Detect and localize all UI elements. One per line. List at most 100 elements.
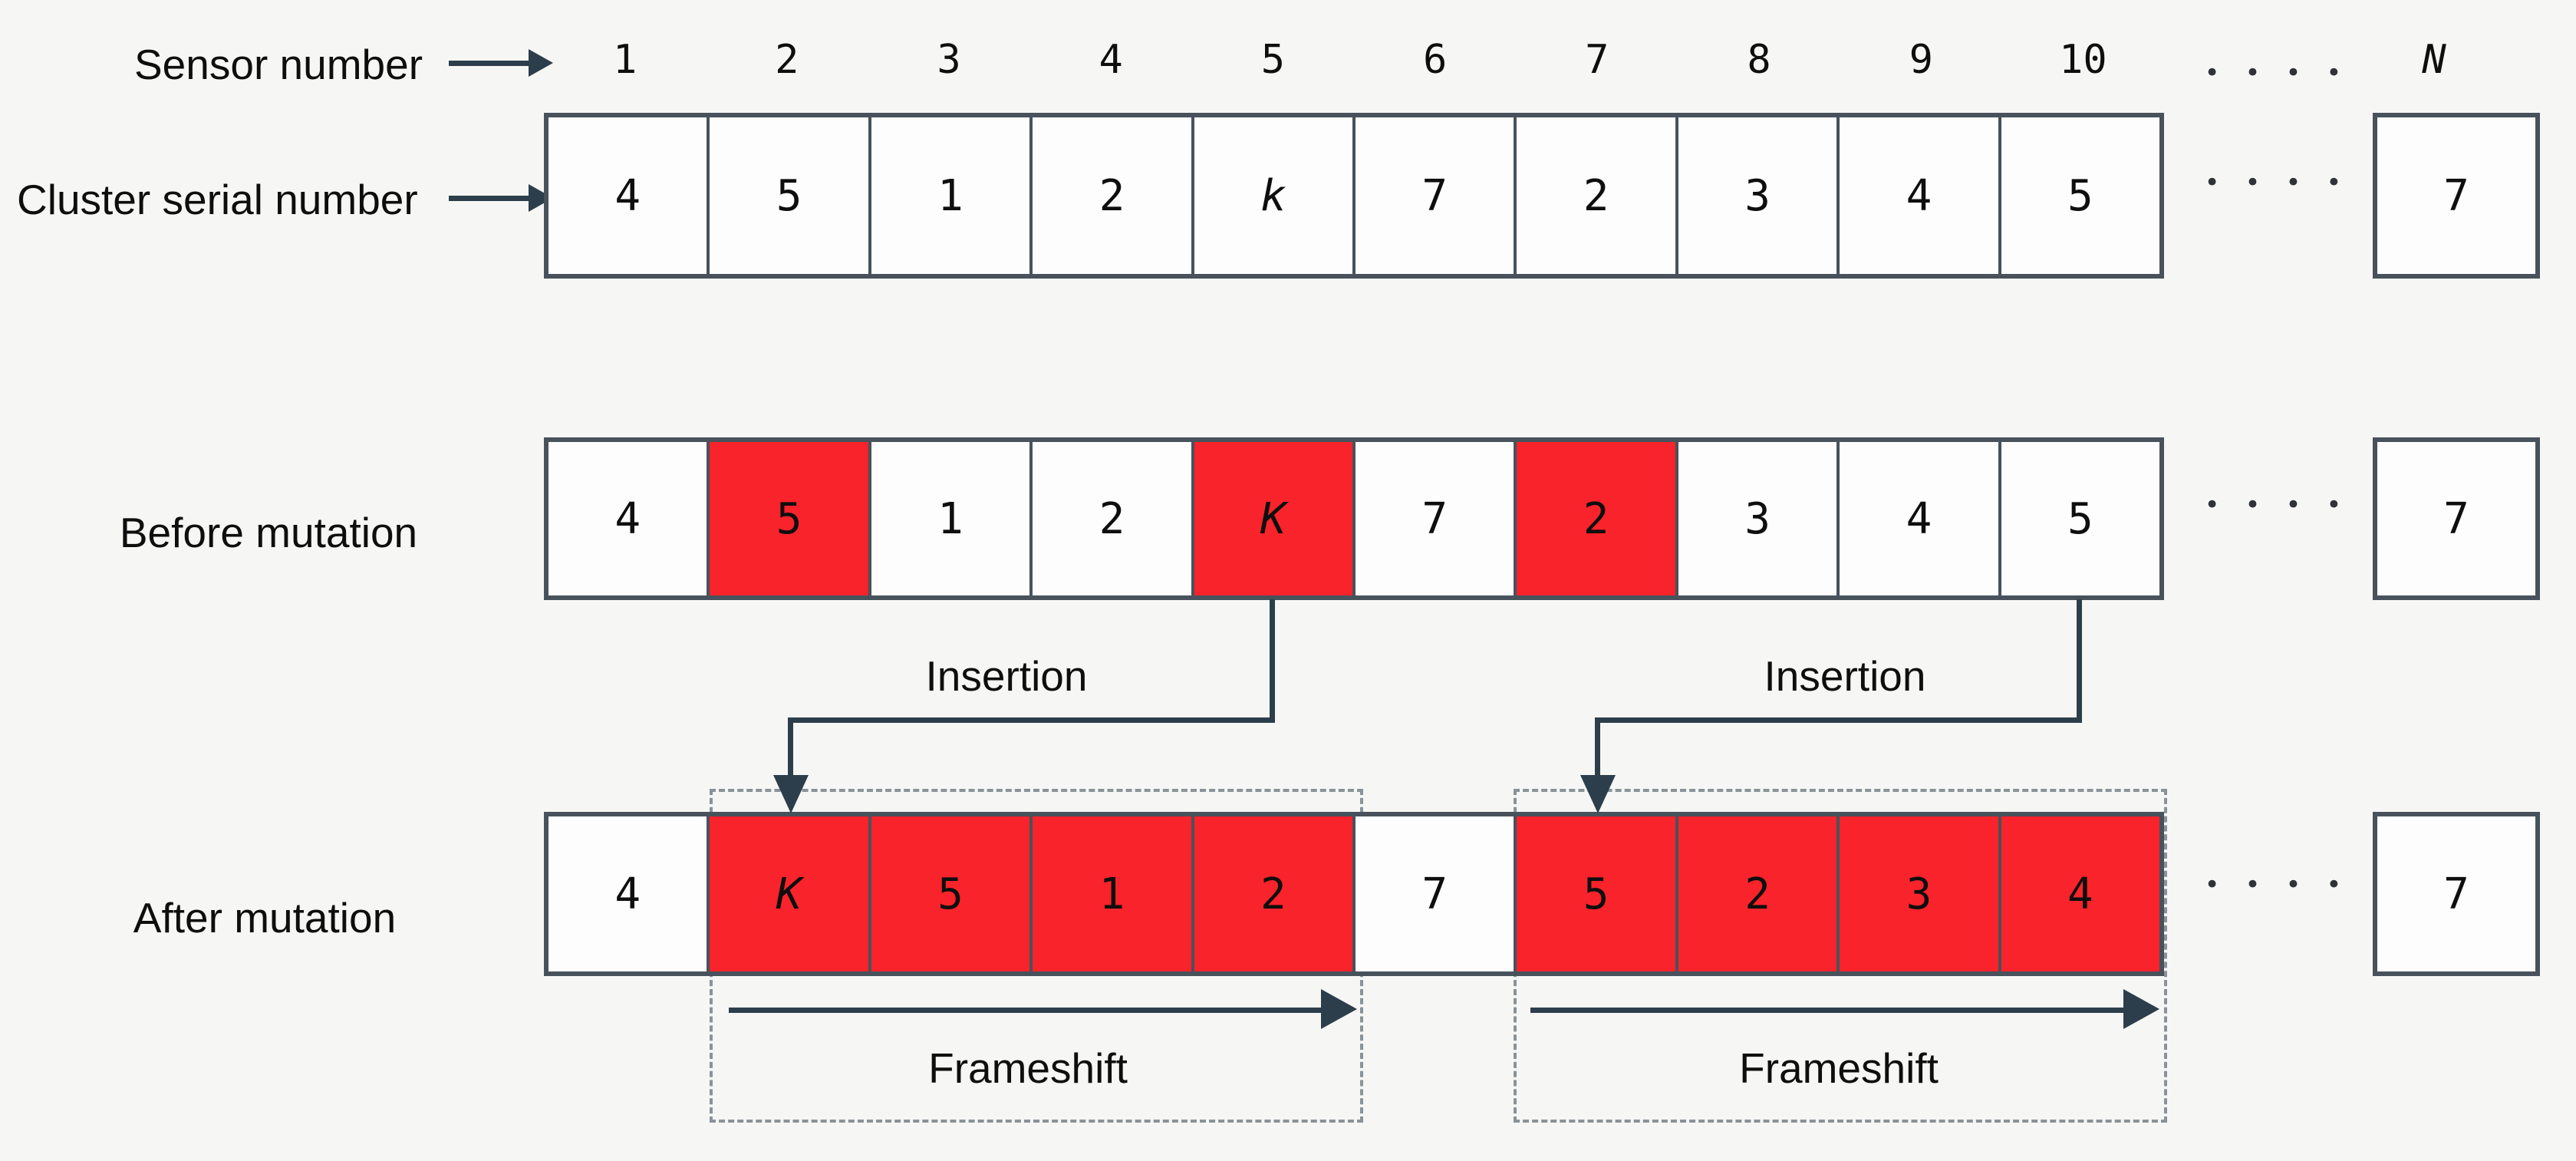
cluster-serial-number-cell: k	[1194, 117, 1356, 274]
after-mutation-cell: 4	[548, 816, 710, 971]
frameshift-label-right: Frameshift	[1739, 1044, 1939, 1092]
cluster-serial-number-cell: 1	[871, 117, 1033, 274]
before-mutation-label: Before mutation	[119, 509, 418, 556]
after-mutation-cell: 2	[1194, 816, 1356, 971]
insertion-connector-2-horizontal	[1595, 717, 2082, 723]
sensor-number-arrow-icon	[449, 49, 556, 77]
cluster-serial-number-cell: 5	[2001, 117, 2160, 274]
sensor-number: 1	[612, 37, 637, 83]
cell-value: K	[776, 869, 802, 919]
before-mutation-cell: 3	[1678, 442, 1840, 595]
insertion-arrowhead-2-icon	[1580, 775, 1616, 813]
cell-value: 2	[1583, 493, 1609, 544]
cell-value: 2	[1099, 493, 1125, 544]
cluster-serial-number-cell: 5	[710, 117, 871, 274]
after-mutation-cell: 3	[1840, 816, 2001, 971]
cluster-serial-number-cell: 7	[1356, 117, 1517, 274]
before-mutation-row: 4 5 1 2 K 7 2 3 4 5	[544, 437, 2164, 600]
cell-value: 7	[1421, 869, 1448, 919]
sensor-number: 9	[1909, 37, 1933, 83]
cell-value: 4	[614, 170, 641, 221]
cell-value: 3	[1744, 493, 1771, 544]
cell-value: 7	[1421, 170, 1448, 221]
cell-value: 1	[937, 493, 964, 544]
after-mutation-cell: 5	[1517, 816, 1678, 971]
insertion-arrowhead-1-icon	[773, 775, 809, 813]
before-mutation-cell: 7	[1356, 442, 1517, 595]
after-mutation-cell: 2	[1678, 816, 1840, 971]
sensor-number: 4	[1099, 37, 1123, 83]
cell-value: 1	[1099, 869, 1125, 919]
before-mutation-cell: 2	[1033, 442, 1194, 595]
cell-value: 5	[2067, 493, 2093, 544]
after-mutation-cell: 1	[1033, 816, 1194, 971]
cluster-serial-number-arrow-icon	[449, 184, 556, 212]
cluster-serial-number-cell: 4	[548, 117, 710, 274]
cell-value: 7	[2443, 493, 2469, 544]
cell-value: 4	[614, 493, 641, 544]
sensor-number: 8	[1747, 37, 1771, 83]
cell-value: 5	[776, 493, 802, 544]
cluster-serial-number-cell: 3	[1678, 117, 1840, 274]
ellipsis-dots-top: • • • •	[2204, 58, 2347, 88]
insertion-connector-1-vertical-to-target	[788, 723, 793, 777]
cell-value: K	[1260, 493, 1286, 544]
cell-value: 2	[1099, 170, 1125, 221]
cell-value: 7	[2443, 869, 2469, 919]
cell-value: 5	[1583, 869, 1609, 919]
sensor-number-n-label: N	[2422, 37, 2446, 83]
before-mutation-cell: 4	[548, 442, 710, 595]
before-mutation-n-box: 7	[2373, 437, 2540, 600]
sensor-number: 5	[1260, 37, 1286, 83]
before-mutation-cell: 5	[710, 442, 871, 595]
sensor-number: 6	[1422, 37, 1448, 83]
frameshift-arrow-2-head-icon	[2123, 989, 2159, 1029]
sensor-number: 3	[937, 37, 961, 83]
frameshift-label-left: Frameshift	[928, 1044, 1128, 1092]
insertion-label-right: Insertion	[1764, 652, 1926, 700]
cluster-serial-number-cell: 4	[1840, 117, 2001, 274]
cell-value: 7	[1421, 493, 1448, 544]
insertion-label-left: Insertion	[925, 652, 1088, 700]
after-mutation-cell: 7	[1356, 816, 1517, 971]
insertion-connector-2-vertical-to-target	[1595, 723, 1600, 777]
before-mutation-cell: 5	[2001, 442, 2160, 595]
frameshift-arrow-1-line	[729, 1008, 1323, 1013]
cell-value: 7	[2443, 170, 2469, 221]
after-mutation-cell: 5	[871, 816, 1033, 971]
cell-value: 2	[1583, 170, 1609, 221]
cell-value: 2	[1744, 869, 1771, 919]
cell-value: 3	[1906, 869, 1932, 919]
before-mutation-cell: 4	[1840, 442, 2001, 595]
ellipsis-dots-row3: • • • •	[2204, 869, 2347, 900]
after-mutation-cell: 4	[2001, 816, 2160, 971]
insertion-connector-2-vertical-from-source	[2077, 599, 2082, 723]
cluster-serial-n-box: 7	[2373, 113, 2540, 279]
after-mutation-row: 4 K 5 1 2 7 5 2 3 4	[544, 812, 2164, 976]
cell-value: 4	[1906, 493, 1932, 544]
cell-value: 4	[2067, 869, 2093, 919]
before-mutation-cell: 1	[871, 442, 1033, 595]
cluster-serial-number-cell: 2	[1033, 117, 1194, 274]
cell-value: 5	[937, 869, 964, 919]
before-mutation-cell: 2	[1517, 442, 1678, 595]
ellipsis-dots-row2: • • • •	[2204, 490, 2347, 520]
frameshift-arrow-2-line	[1530, 1008, 2125, 1013]
after-mutation-cell: K	[710, 816, 871, 971]
cell-value: 1	[937, 170, 964, 221]
frameshift-arrow-1-head-icon	[1321, 989, 1357, 1029]
ellipsis-dots-row1: • • • •	[2204, 167, 2347, 198]
cell-value: 3	[1744, 170, 1771, 221]
insertion-connector-1-horizontal	[788, 717, 1275, 723]
cell-value: 5	[776, 170, 802, 221]
sensor-number: 2	[775, 37, 799, 83]
cluster-serial-number-label: Cluster serial number	[17, 176, 418, 223]
cell-value: 4	[1906, 170, 1932, 221]
sensor-number: 10	[2059, 37, 2107, 83]
insertion-connector-1-vertical-from-source	[1270, 599, 1275, 723]
cell-value: 5	[2067, 170, 2093, 221]
cell-value: k	[1260, 170, 1286, 221]
sensor-number-label: Sensor number	[134, 41, 423, 88]
